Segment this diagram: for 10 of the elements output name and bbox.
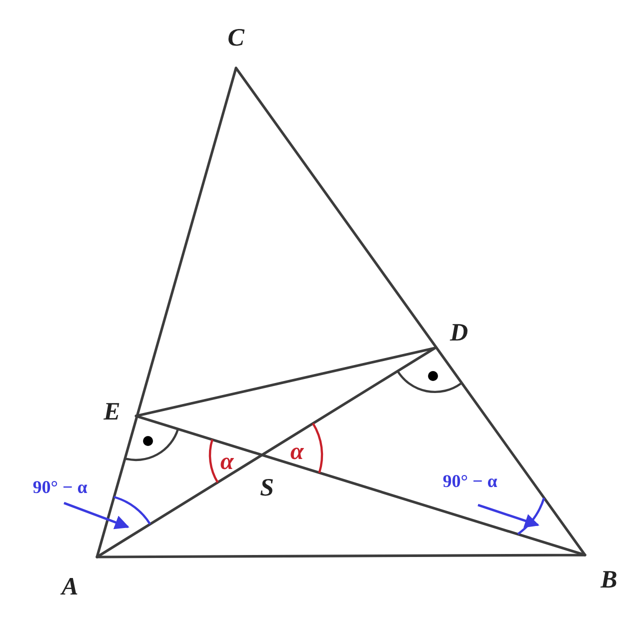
point-label: S	[260, 476, 274, 500]
point-label: D	[450, 320, 468, 346]
angle-label: α	[220, 450, 234, 474]
vertex-label: A	[62, 574, 78, 600]
angle-label: 90° − α	[32, 478, 88, 496]
point-label: E	[104, 400, 120, 424]
vertex-label: B	[600, 568, 618, 592]
angle-label: 90° − α	[442, 472, 498, 490]
vertex-label: C	[228, 26, 244, 50]
angle-label: α	[290, 440, 304, 464]
